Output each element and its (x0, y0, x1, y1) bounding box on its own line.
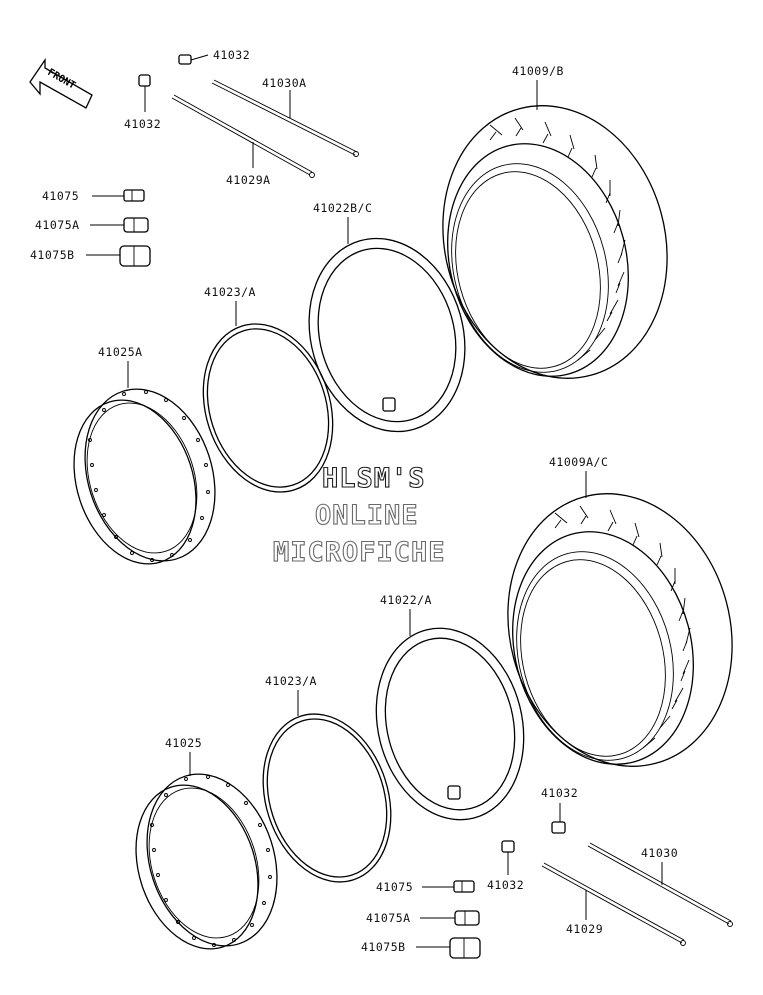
valve-cap-icon (138, 74, 151, 112)
part-label-41025A: 41025A (98, 345, 143, 359)
rim-band-icon (202, 323, 334, 493)
front-arrow-icon: FRONT (29, 57, 93, 109)
part-label-41029A: 41029A (226, 173, 271, 187)
valve-stem-icon (454, 910, 480, 926)
spoke-icon (211, 79, 359, 157)
watermark-line-3: MICROFICHE (273, 537, 446, 568)
part-label-41009B: 41009/B (512, 64, 564, 78)
part-label-41023A: 41023/A (204, 285, 256, 299)
part-label-41032: 41032 (213, 48, 250, 62)
valve-cap-icon (178, 54, 209, 65)
tire-icon (442, 105, 668, 379)
spoke-icon (587, 842, 733, 927)
tire-icon (507, 493, 733, 767)
part-label-41032: 41032 (124, 117, 161, 131)
part-label-41075B-bottom: 41075B (361, 940, 406, 954)
wheel-rim-icon (135, 773, 278, 950)
part-label-41075A-bottom: 41075A (366, 911, 411, 925)
spoke-icon (541, 862, 686, 946)
part-label-41030: 41030 (641, 846, 678, 860)
valve-stem-icon (123, 217, 149, 233)
part-label-41025: 41025 (165, 736, 202, 750)
part-label-41075-bottom: 41075 (376, 880, 413, 894)
rim-band-icon (262, 713, 392, 883)
part-label-41032-bottom-left: 41032 (487, 878, 524, 892)
part-label-41029: 41029 (566, 922, 603, 936)
part-label-41075: 41075 (42, 189, 79, 203)
watermark-line-1: HLSM'S (322, 463, 426, 494)
part-label-41009AC: 41009A/C (549, 455, 608, 469)
valve-stem-icon (449, 937, 481, 959)
part-label-41022A: 41022/A (380, 593, 432, 607)
wheel-rim-icon (73, 388, 216, 565)
part-label-41075A: 41075A (35, 218, 80, 232)
spoke-icon (171, 94, 315, 178)
valve-cap-icon (501, 840, 515, 875)
part-label-41030A: 41030A (262, 76, 307, 90)
part-label-41075B: 41075B (30, 248, 75, 262)
inner-tube-icon (308, 237, 466, 433)
valve-stem-icon (123, 189, 145, 202)
valve-cap-icon (551, 821, 566, 834)
inner-tube-icon (375, 627, 525, 821)
valve-stem-icon (119, 245, 151, 267)
part-label-41023A-bottom: 41023/A (265, 674, 317, 688)
watermark-line-2: ONLINE (315, 500, 419, 531)
part-label-41032-bottom: 41032 (541, 786, 578, 800)
part-label-41022BC: 41022B/C (313, 201, 372, 215)
watermark: HLSM'S ONLINE MICROFICHE (272, 462, 446, 568)
valve-stem-icon (453, 880, 475, 893)
